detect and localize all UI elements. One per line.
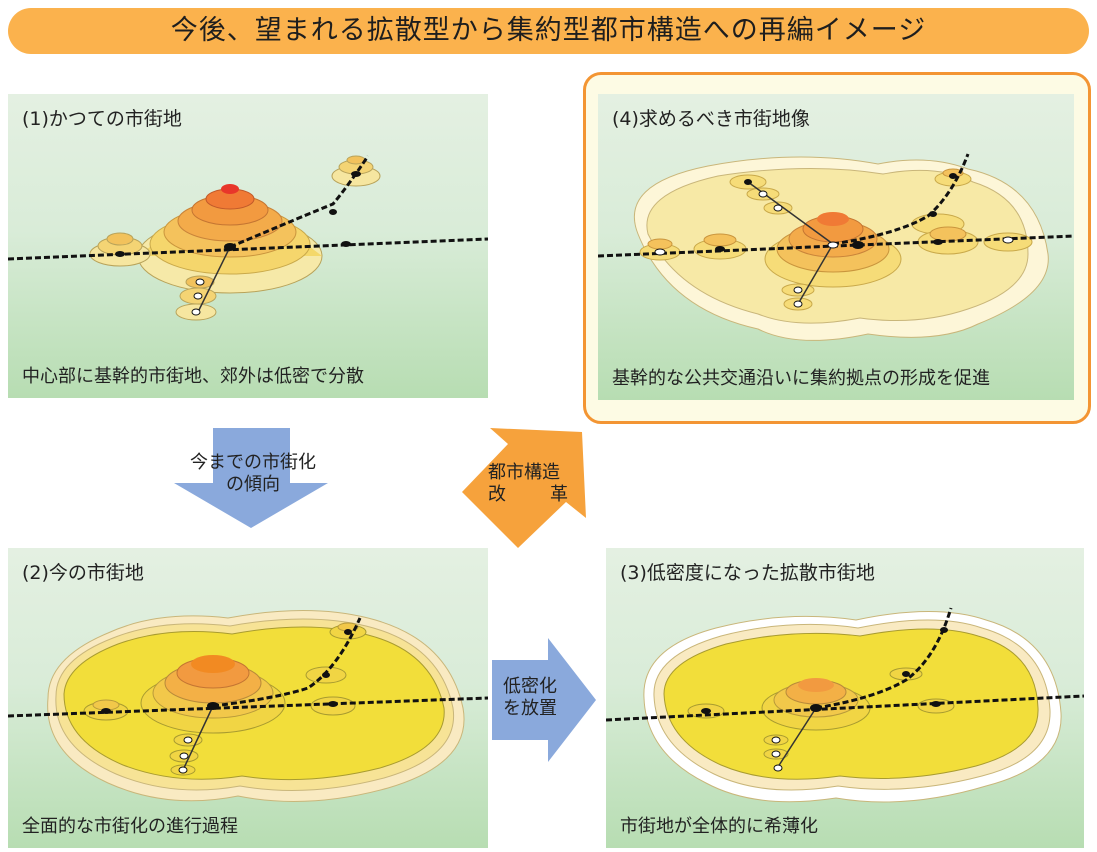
central-cone — [137, 184, 323, 294]
central-cone — [140, 655, 286, 734]
panel-title: (3)低密度になった拡散市街地 — [620, 562, 875, 584]
panel-desired-urban-area: (4)求めるべき市街地像 基幹的な公共交通沿いに集約拠点の形成を促進 — [598, 94, 1074, 400]
panel-title: (4)求めるべき市街地像 — [612, 108, 810, 130]
past-urban-illustration — [8, 155, 488, 321]
banner-title: 今後、望まれる拡散型から集約型都市構造への再編イメージ — [170, 15, 927, 46]
sub-center-left — [89, 232, 151, 267]
current-urban-illustration — [8, 610, 488, 802]
panel-sprawled-urban-area: (3)低密度になった拡散市街地 市街地が全体的に希薄化 — [606, 548, 1084, 848]
panel-caption: 中心部に基幹的市街地、郊外は低密で分散 — [22, 366, 364, 387]
sprawled-urban-illustration — [606, 607, 1084, 803]
diagonal-arrow-label: 都市構造 改 革 — [488, 462, 568, 505]
panel-caption: 市街地が全体的に希薄化 — [620, 816, 818, 837]
down-arrow-label: 今までの市街化 の傾向 — [190, 452, 316, 495]
desired-urban-illustration — [598, 153, 1074, 341]
panel-current-urban-area: (2)今の市街地 全面的な市街化の進行過程 — [8, 548, 488, 848]
sub-centers — [83, 622, 367, 776]
panel-title: (1)かつての市街地 — [22, 108, 182, 130]
title-banner: 今後、望まれる拡散型から集約型都市構造への再編イメージ — [8, 8, 1089, 54]
right-arrow-label: 低密化 を放置 — [503, 676, 557, 719]
panel-caption: 全面的な市街化の進行過程 — [22, 816, 238, 837]
panel-past-urban-area: (1)かつての市街地 中心部に基幹的市街地、郊外は低密で分散 — [8, 94, 488, 398]
panel-title: (2)今の市街地 — [22, 562, 144, 584]
panel-caption: 基幹的な公共交通沿いに集約拠点の形成を促進 — [612, 368, 990, 389]
